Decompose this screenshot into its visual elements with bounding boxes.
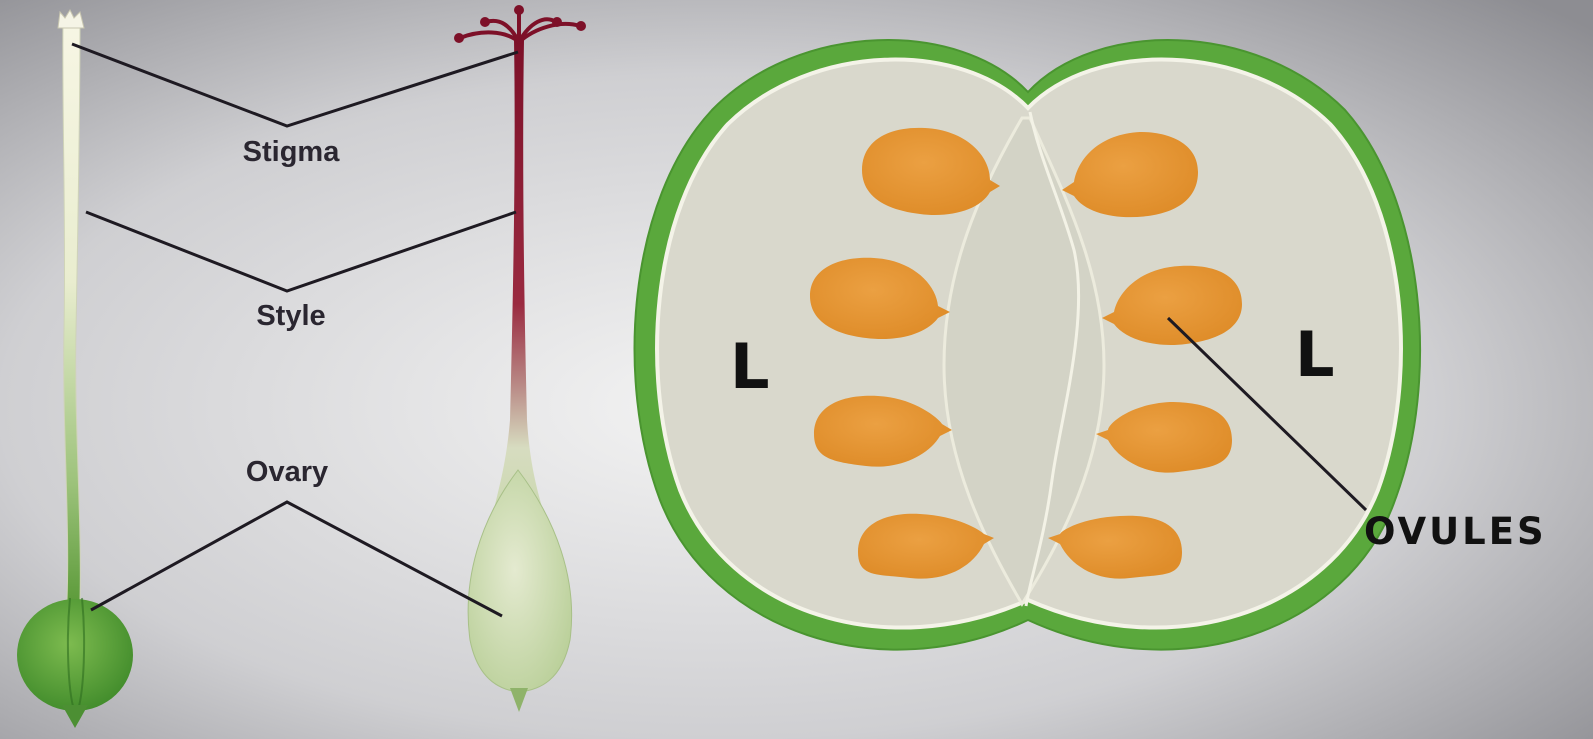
style-label: Style — [256, 300, 325, 333]
stigma-label: Stigma — [243, 136, 340, 169]
ovary-label: Ovary — [246, 456, 328, 489]
green-pistil-ovary — [17, 599, 133, 711]
locule-label-right: L — [1295, 318, 1335, 391]
locule-label-left: L — [730, 330, 770, 403]
ovules-label: OVULES — [1364, 510, 1547, 553]
